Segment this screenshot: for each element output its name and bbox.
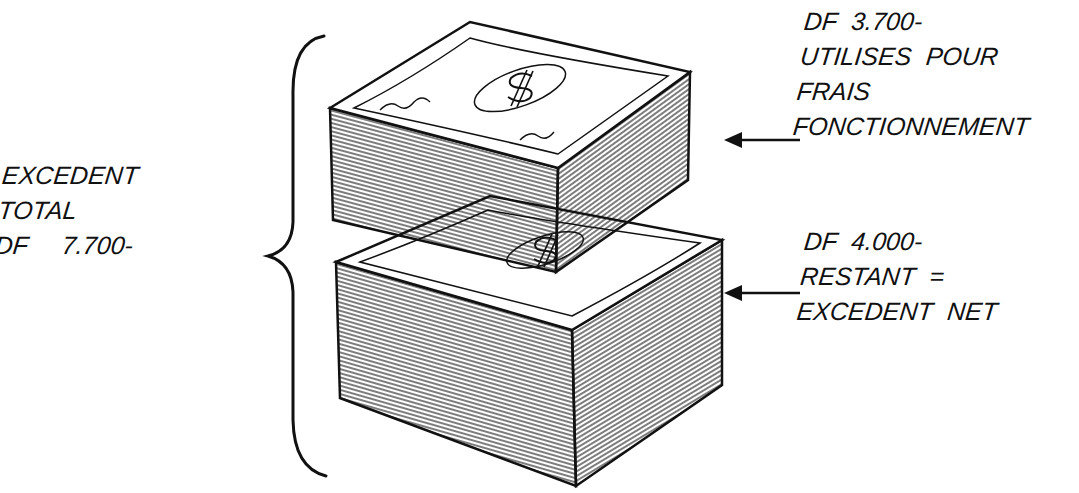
pointer-arrow xyxy=(724,285,800,301)
pointer-arrow xyxy=(724,132,800,148)
annotation-label: DF 3.700- UTILISES POUR FRAIS FONCTIONNE… xyxy=(791,4,1046,144)
annotation-label: DF 4.000- RESTANT = EXCEDENT NET xyxy=(795,224,1021,329)
curly-bracket xyxy=(268,36,326,476)
annotation-label: EXCEDENT TOTAL DF 7.700- xyxy=(0,158,147,263)
banknote-stack xyxy=(330,22,690,272)
